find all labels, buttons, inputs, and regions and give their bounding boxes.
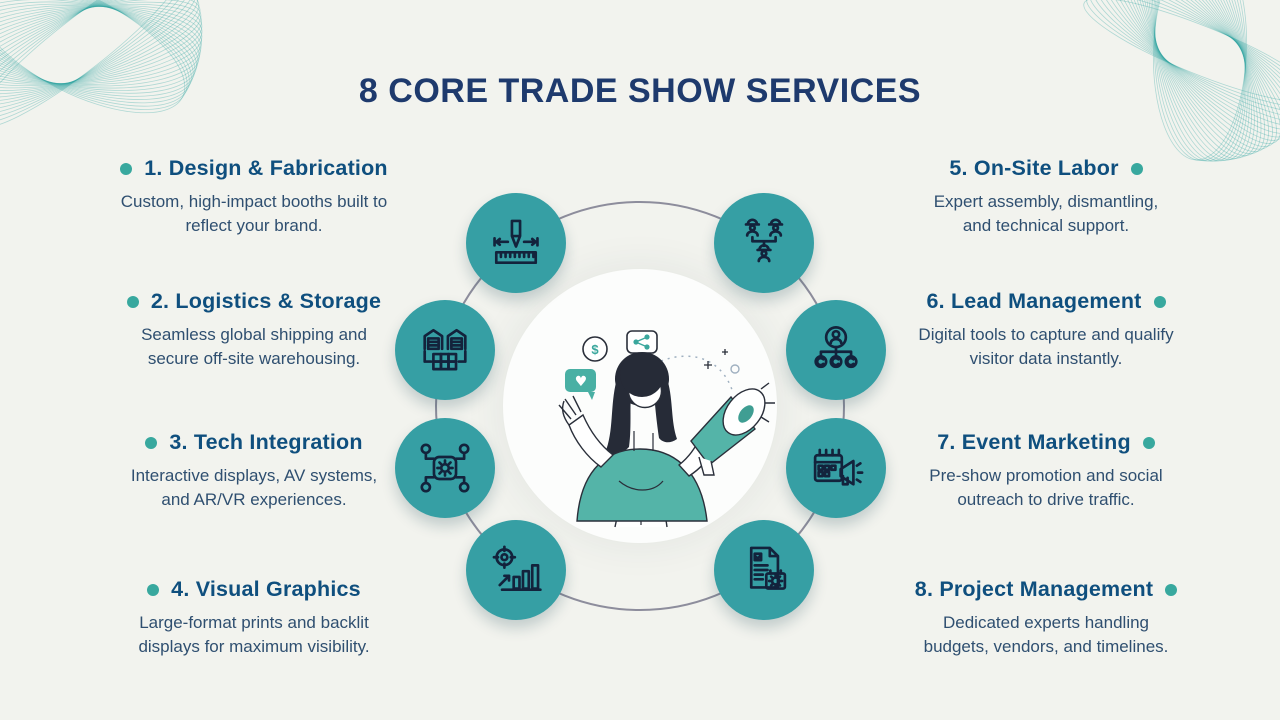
bullet-dot-icon (1165, 583, 1178, 596)
org-chart-person-icon (814, 326, 858, 369)
gear-circuit-icon (420, 443, 470, 493)
node-event-marketing (786, 418, 886, 518)
bullet-dot-icon (145, 436, 158, 449)
node-design-fabrication (466, 193, 566, 293)
target-bar-chart-icon (492, 545, 542, 592)
document-gear-icon (749, 546, 787, 590)
service-item-logistics-storage: 2. Logistics & Storage Seamless global s… (58, 289, 450, 371)
bullet-dot-icon (1153, 295, 1166, 308)
calendar-megaphone-icon (813, 448, 864, 486)
service-description: Large-format prints and backlit displays… (138, 613, 370, 657)
node-project-management (714, 520, 814, 620)
bullet-dot-icon (120, 162, 133, 175)
service-item-project-management: 8. Project Management Dedicated experts … (850, 577, 1242, 659)
service-description: Custom, high-impact booths built to refl… (120, 192, 388, 236)
service-item-onsite-labor: 5. On-Site Labor Expert assembly, disman… (850, 156, 1242, 238)
ruler-pencil-icon (493, 219, 539, 265)
svg-text:$: $ (591, 342, 599, 357)
connector-ring (435, 201, 845, 611)
page-title: 8 CORE TRADE SHOW SERVICES (358, 72, 922, 110)
workers-team-icon (744, 218, 784, 263)
service-item-visual-graphics: 4. Visual Graphics Large-format prints a… (58, 577, 450, 659)
service-title: 5. On-Site Labor (949, 156, 1119, 180)
bullet-dot-icon (126, 295, 139, 308)
node-lead-management (786, 300, 886, 400)
service-title: 2. Logistics & Storage (150, 289, 382, 313)
node-tech-integration (395, 418, 495, 518)
node-onsite-labor (714, 193, 814, 293)
service-item-event-marketing: 7. Event Marketing Pre-show promotion an… (850, 430, 1242, 512)
service-description: Seamless global shipping and secure off-… (141, 325, 367, 369)
service-item-design-fabrication: 1. Design & Fabrication Custom, high-imp… (58, 156, 450, 238)
service-description: Expert assembly, dismantling, and techni… (933, 192, 1159, 236)
bullet-dot-icon (1130, 162, 1143, 175)
node-logistics-storage (395, 300, 495, 400)
service-title: 6. Lead Management (926, 289, 1142, 313)
service-description: Interactive displays, AV systems, and AR… (130, 466, 378, 510)
service-title: 3. Tech Integration (169, 430, 363, 454)
bullet-dot-icon (147, 583, 160, 596)
service-title: 4. Visual Graphics (171, 577, 361, 601)
woman-with-megaphone-illustration: $ ♥ (558, 330, 775, 528)
service-description: Dedicated experts handling budgets, vend… (923, 613, 1169, 657)
service-description: Digital tools to capture and qualify vis… (918, 325, 1174, 369)
center-illustration-circle: $ ♥ (503, 269, 777, 543)
service-item-lead-management: 6. Lead Management Digital tools to capt… (850, 289, 1242, 371)
service-title: 1. Design & Fabrication (144, 156, 388, 180)
node-visual-graphics (466, 520, 566, 620)
service-item-tech-integration: 3. Tech Integration Interactive displays… (58, 430, 450, 512)
service-title: 7. Event Marketing (937, 430, 1131, 454)
service-wheel-diagram: $ ♥ (395, 170, 886, 650)
service-title: 8. Project Management (914, 577, 1154, 601)
service-description: Pre-show promotion and social outreach t… (929, 466, 1163, 510)
warehouse-boxes-icon (423, 328, 467, 371)
bullet-dot-icon (1142, 436, 1155, 449)
svg-text:♥: ♥ (575, 374, 588, 390)
